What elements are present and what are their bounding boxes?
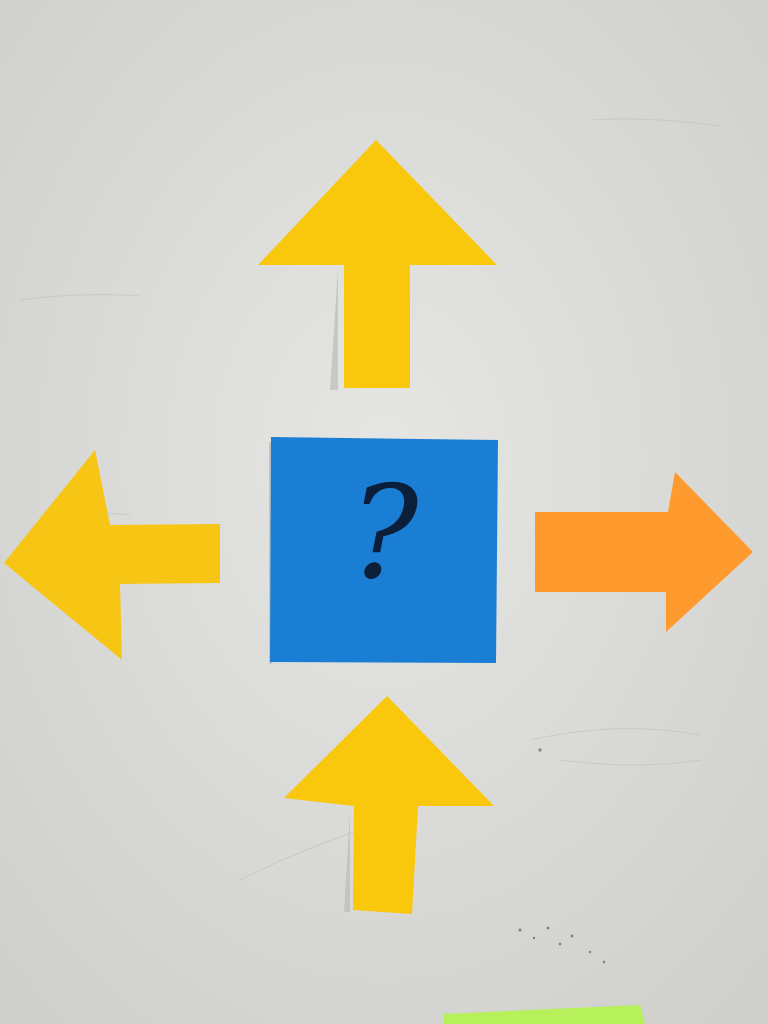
arrow-up-top-icon <box>258 140 497 390</box>
arrow-left-icon <box>4 450 220 660</box>
arrow-up-bottom-icon <box>284 696 494 914</box>
sticky-note <box>269 437 498 664</box>
sticky-note-edge <box>444 1005 645 1024</box>
arrow-right-icon <box>535 472 753 632</box>
